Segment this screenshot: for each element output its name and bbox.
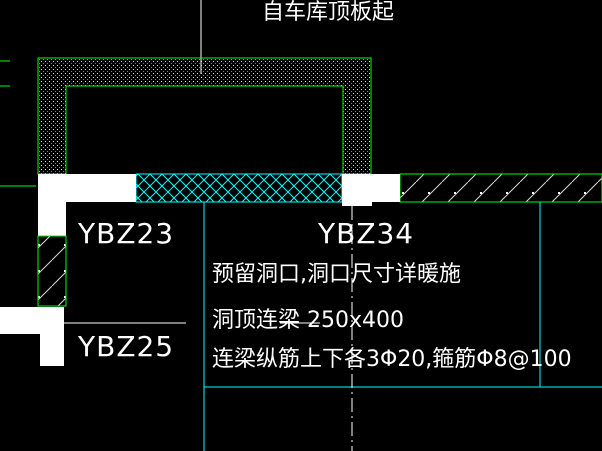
note-lintel-beam: 洞顶连梁 250x400 <box>212 308 404 333</box>
note-reinforcement: 连梁纵筋上下各3Φ20,箍筋Φ8@100 <box>212 347 572 372</box>
top-annotation-label: 自车库顶板起 <box>262 0 395 25</box>
right-wall-hatch <box>399 173 602 203</box>
u-wall-body <box>37 57 372 175</box>
columns <box>0 174 400 366</box>
left-wall-hatch <box>37 235 67 307</box>
note-leader <box>203 202 602 451</box>
column-ybz34 <box>342 174 400 206</box>
opening-lintel-hatch <box>135 173 343 203</box>
grid-lines <box>64 206 353 451</box>
column-label-ybz25: YBZ25 <box>78 330 175 363</box>
left-edge-fragments <box>0 60 36 187</box>
note-opening: 预留洞口,洞口尺寸详暖施 <box>212 262 461 287</box>
column-label-ybz34: YBZ34 <box>318 217 415 250</box>
column-label-ybz23: YBZ23 <box>78 217 175 250</box>
column-ybz25 <box>0 307 64 366</box>
column-ybz23 <box>38 174 136 236</box>
